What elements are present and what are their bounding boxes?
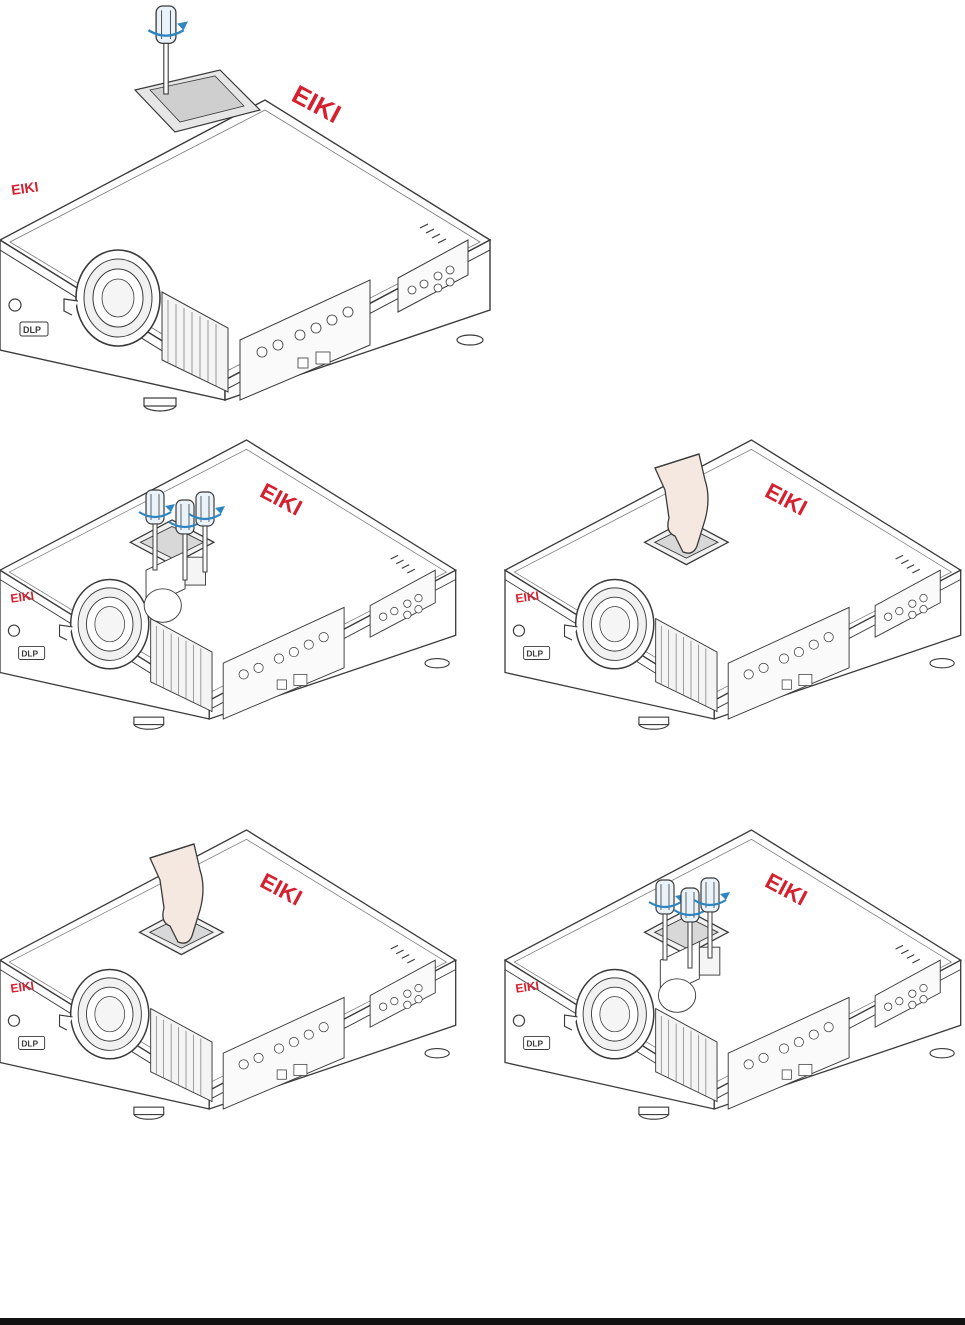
step-4-panel: EIKI EIKI DLP: [0, 829, 470, 1200]
svg-text:DLP: DLP: [526, 649, 543, 659]
svg-text:EIKI: EIKI: [515, 979, 540, 996]
svg-text:EIKI: EIKI: [10, 178, 39, 198]
svg-text:EIKI: EIKI: [515, 589, 540, 606]
step-1-panel: EIKI EIKI DLP: [0, 0, 495, 412]
svg-text:EIKI: EIKI: [10, 589, 35, 606]
step-5-panel: EIKI EIKI DLP: [504, 829, 965, 1200]
svg-text:DLP: DLP: [21, 649, 38, 659]
svg-text:DLP: DLP: [21, 1039, 38, 1049]
step-2-panel: EIKI EIKI DLP: [0, 439, 470, 800]
svg-text:EIKI: EIKI: [10, 979, 35, 996]
step-3-panel: EIKI EIKI DLP: [504, 439, 965, 800]
footer-rule: [0, 1318, 965, 1325]
svg-text:DLP: DLP: [526, 1039, 543, 1049]
svg-text:DLP: DLP: [23, 325, 41, 335]
